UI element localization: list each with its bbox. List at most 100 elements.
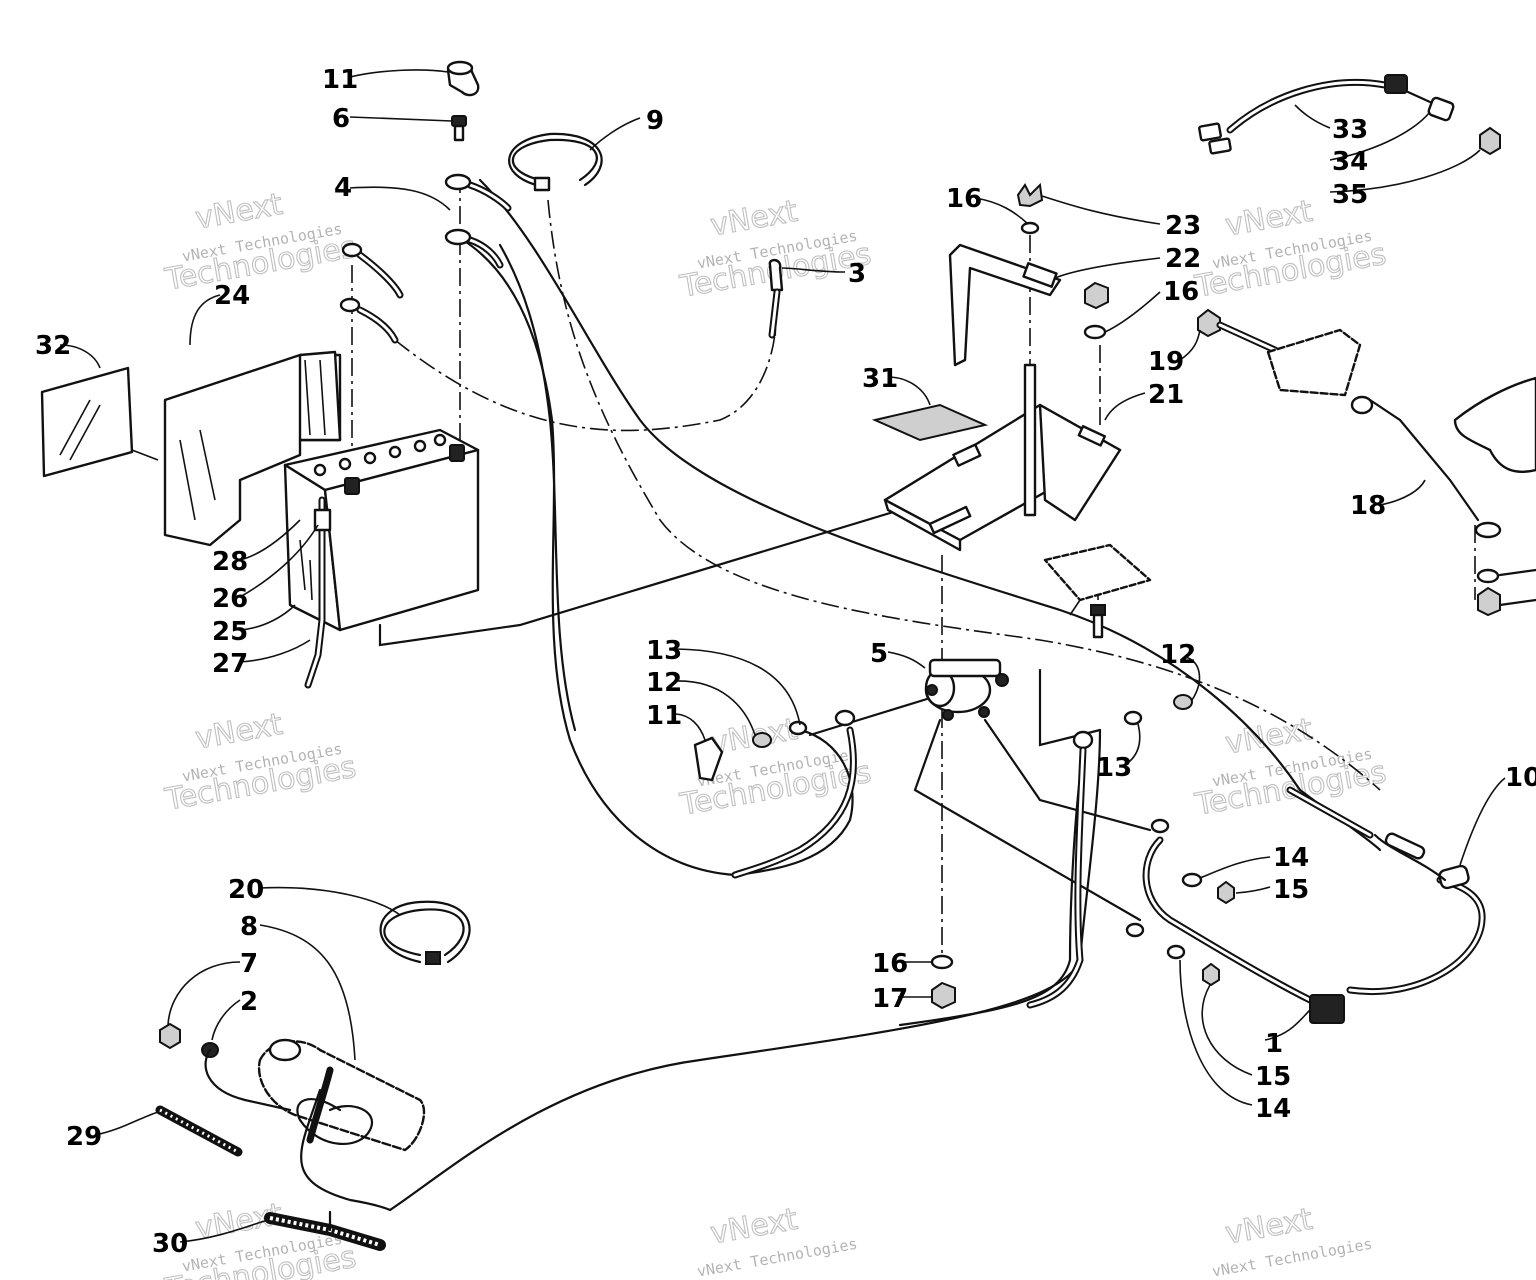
chassis-leader-a: [1498, 568, 1536, 577]
callout-10: 10: [1505, 763, 1536, 793]
callout-3: 3: [848, 259, 866, 289]
part-5-solenoid: [924, 658, 1009, 721]
callouts: 11 6 4 9 3 32 24 16 23 22 16 21 31 33 34…: [35, 65, 1536, 1259]
callout-6: 6: [332, 104, 350, 134]
part-31-pad: [871, 403, 989, 442]
part-11-boot-lower: [693, 736, 724, 782]
callout-26: 26: [212, 584, 248, 614]
cable-starter: [388, 728, 1102, 1212]
callout-33: 33: [1332, 115, 1368, 145]
svg-text:vNext: vNext: [1223, 194, 1316, 244]
svg-text:vNext: vNext: [1223, 1202, 1316, 1252]
watermark-top-left: vNext vNext Technologies Technologies: [161, 186, 359, 298]
svg-text:vNext: vNext: [708, 194, 801, 244]
cable-neg-lower: [356, 306, 399, 344]
assembly-line-battery-tray: [378, 508, 902, 647]
callout-34: 34: [1332, 147, 1368, 177]
part-19-bolt: [1197, 308, 1279, 354]
starter-wire: [204, 1048, 292, 1112]
svg-text:vNext: vNext: [193, 707, 286, 757]
fuse-holder: [1286, 786, 1447, 882]
harness-connector: [1309, 994, 1345, 1024]
callout-35: 35: [1332, 180, 1368, 210]
part-35-nut: [1479, 126, 1501, 156]
callout-5: 5: [870, 639, 888, 669]
assembly-line-solenoid-left: [808, 693, 942, 737]
callout-19: 19: [1148, 347, 1184, 377]
assembly-line-strap-9: [547, 199, 1381, 791]
watermark-bottom-center: vNext vNext Technologies: [696, 1201, 859, 1280]
assembly-line-solenoid-13: [1038, 668, 1102, 747]
part-14-washer-lower: [1166, 944, 1186, 960]
callout-18: 18: [1350, 491, 1386, 521]
part-30-sleeve: [264, 1210, 386, 1251]
callout-12-right: 12: [1160, 640, 1196, 670]
callout-23: 23: [1165, 211, 1201, 241]
callout-32: 32: [35, 331, 71, 361]
assembly-line-cable-3: [394, 299, 777, 432]
cable-positive-long: [461, 238, 737, 877]
part-24-battery-cover: [163, 350, 342, 547]
callout-25: 25: [212, 617, 248, 647]
watermark-mid-left: vNext vNext Technologies Technologies: [161, 706, 359, 818]
cables: [388, 178, 1382, 1212]
callout-14-lower: 14: [1255, 1094, 1291, 1124]
part-16-washer-lower: [930, 954, 954, 970]
callout-16-top: 16: [946, 184, 982, 214]
part-18-rod: [1350, 395, 1502, 617]
ring-terminal-a: [341, 242, 363, 258]
callout-13-left: 13: [646, 636, 682, 666]
part-26-vent-elbow: [313, 508, 332, 532]
ring-terminal-d: [444, 228, 472, 246]
callout-15-upper: 15: [1273, 875, 1309, 905]
callout-11-left: 11: [646, 701, 682, 731]
assembly-line-solenoid-14: [983, 718, 1152, 832]
part-7-nut: [159, 1022, 181, 1050]
callout-16-right: 16: [1163, 277, 1199, 307]
svg-text:vNext: vNext: [1223, 712, 1316, 762]
cable-starter-b: [898, 738, 1087, 1027]
callout-1: 1: [1265, 1029, 1283, 1059]
part-13-washer-right: [1123, 710, 1143, 726]
callout-31: 31: [862, 364, 898, 394]
callout-7: 7: [240, 949, 258, 979]
part-16-nut-right: [1083, 281, 1109, 340]
callout-20: 20: [228, 875, 264, 905]
svg-text:vNext: vNext: [193, 187, 286, 237]
part-25-battery: [283, 428, 480, 689]
callout-11-top: 11: [322, 65, 358, 95]
part-14-washer-upper: [1181, 872, 1203, 888]
callout-13-right: 13: [1096, 753, 1132, 783]
watermark-bottom-right: vNext vNext Technologies: [1211, 1201, 1374, 1280]
callout-8: 8: [240, 912, 258, 942]
callout-16-lower: 16: [872, 949, 908, 979]
part-17-nut: [931, 981, 956, 1010]
part-11-terminal-boot-top: [446, 60, 480, 97]
ring-terminal-c: [444, 173, 472, 191]
tray-stud: [1023, 363, 1037, 517]
cable-positive-long-b: [498, 243, 577, 732]
part-15-nut-upper: [1217, 880, 1235, 905]
cable-starter-heavy: [1026, 746, 1087, 1009]
part-16-washer-top: [1020, 221, 1040, 235]
battery-negative-post: [344, 477, 360, 495]
tray-mount-bracket: [1043, 543, 1152, 616]
ring-terminal-solenoid: [834, 709, 856, 727]
battery-cell-caps: [313, 433, 447, 477]
harness-ring-b: [1125, 922, 1145, 938]
callout-30: 30: [152, 1229, 188, 1259]
callout-2: 2: [240, 987, 258, 1017]
part-23-wing-nut: [1016, 182, 1044, 208]
part-22-hold-down-bracket: [948, 243, 1062, 367]
part-12-nut-left: [752, 732, 772, 748]
assembly-lines: [351, 175, 1476, 955]
part-34-switch: [1406, 90, 1455, 122]
cable-main: [478, 178, 1302, 792]
assembly-line-solenoid-harness: [913, 718, 1142, 922]
part-12-nut-right: [1173, 694, 1193, 710]
callout-22: 22: [1165, 244, 1201, 274]
callout-14-upper: 14: [1273, 843, 1309, 873]
part-10-fuse: [1438, 864, 1470, 890]
part-20-strap: [379, 900, 471, 965]
